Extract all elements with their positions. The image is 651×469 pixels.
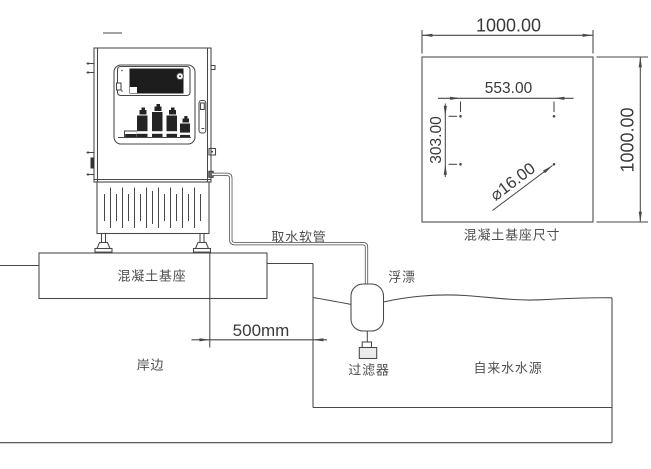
water-basin — [0, 262, 613, 444]
reagent-bottles — [123, 104, 191, 138]
hinges — [86, 62, 94, 176]
dim-1000-right — [596, 56, 648, 223]
water-surface — [312, 294, 613, 306]
intake-pipe — [212, 172, 369, 285]
filter-assembly — [358, 331, 378, 360]
label-float: 浮漂 — [388, 269, 416, 285]
vent-section — [96, 181, 210, 235]
float-buoy — [350, 283, 385, 332]
dim-text-303: 303.00 — [427, 116, 445, 164]
screen-button — [130, 87, 137, 93]
dim-text-1000-top: 1000.00 — [475, 15, 542, 35]
label-shore: 岸边 — [136, 357, 165, 373]
display-screen — [129, 68, 184, 94]
leveling-foot-left — [94, 233, 113, 253]
vent-slats — [104, 187, 201, 228]
right-bracket — [210, 64, 216, 71]
dim-303 — [443, 103, 457, 177]
leveling-foot-right — [192, 233, 212, 253]
label-concrete-base: 混凝土基座 — [117, 268, 187, 283]
base-dimension-drawing — [421, 30, 648, 223]
label-filter: 过滤器 — [348, 362, 390, 377]
label-water-source: 自来水水源 — [473, 360, 543, 375]
label-base-dims-caption: 混凝土基座尺寸 — [463, 227, 561, 242]
dim-1000-top — [421, 30, 594, 54]
analyzer-cabinet — [86, 32, 217, 253]
dim-500mm — [191, 252, 327, 348]
label-intake-hose: 取水软管 — [271, 229, 327, 245]
dim-text-500mm: 500mm — [232, 321, 290, 340]
dim-text-1000-right: 1000.00 — [617, 106, 638, 173]
pipe-fitting-upper — [208, 147, 217, 156]
panel-latch — [115, 82, 122, 91]
dim-text-553: 553.00 — [484, 80, 533, 97]
anchor-hole — [459, 163, 462, 166]
base-plan-square — [421, 56, 594, 223]
concrete-base-block — [38, 252, 268, 300]
dim-553 — [438, 96, 574, 112]
anchor-hole — [552, 163, 556, 166]
anchor-hole — [459, 115, 462, 118]
anchor-hole — [552, 115, 556, 118]
door-handle — [198, 99, 207, 134]
door-plate — [113, 64, 196, 145]
leader-dia16 — [492, 165, 553, 211]
